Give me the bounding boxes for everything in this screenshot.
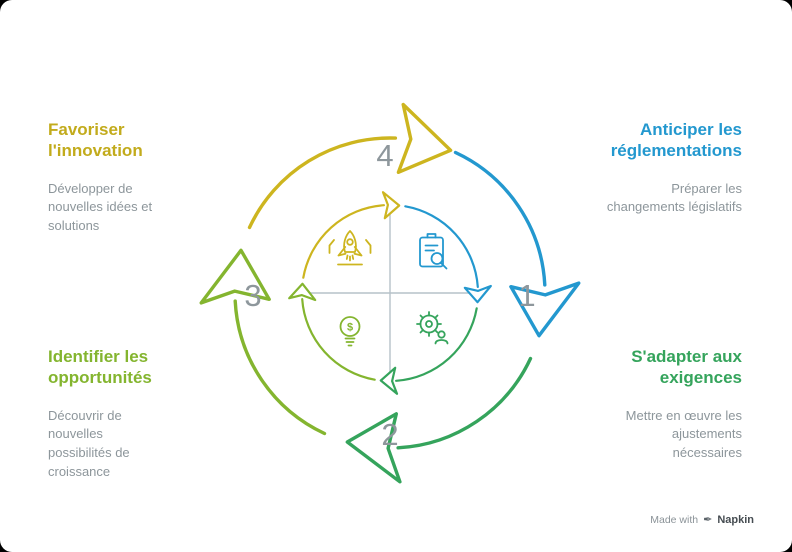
step-3-title: Identifier les opportunités	[48, 347, 152, 388]
outer-arc-step-2	[345, 356, 533, 484]
cycle-outer-ring	[199, 102, 581, 484]
inner-arc-step-4	[302, 191, 401, 279]
step-2-description: Mettre en œuvre les ajustements nécessai…	[625, 407, 742, 461]
step-3-description: Découvrir de nouvelles possibilités de c…	[48, 407, 130, 480]
made-with-napkin-link[interactable]: Made with ✒ Napkin	[650, 513, 754, 527]
step-1-label: Anticiper les réglementations Préparer l…	[597, 119, 742, 217]
step-number-3: 3	[244, 278, 261, 313]
step-2-title: S'adapter aux exigences	[631, 347, 742, 388]
step-1-title: Anticiper les réglementations	[610, 120, 742, 161]
step-number-1: 1	[518, 278, 535, 313]
step-2-label: S'adapter aux exigences Mettre en œuvre …	[592, 346, 742, 463]
inner-arc-step-1	[404, 205, 492, 304]
step-3-label: Identifier les opportunités Découvrir de…	[48, 346, 168, 482]
gear-user-icon	[416, 311, 449, 345]
inner-arc-step-2	[379, 307, 478, 395]
pen-nib-icon: ✒	[703, 514, 713, 526]
step-4-label: Favoriser l'innovation Développer de nou…	[48, 119, 176, 236]
rocket-icon	[328, 230, 372, 266]
inner-arc-step-3	[288, 282, 376, 381]
dollar-symbol: $	[347, 322, 353, 334]
cycle-inner-ring	[288, 191, 492, 395]
step-4-title: Favoriser l'innovation	[48, 120, 143, 161]
step-4-description: Développer de nouvelles idées et solutio…	[48, 180, 153, 234]
clipboard-search-icon	[419, 233, 448, 270]
outer-arc-step-3	[199, 248, 327, 436]
step-numbers: 4 1 2 3	[244, 138, 535, 452]
made-with-text: Made with	[650, 513, 699, 526]
quadrant-divider	[299, 203, 481, 383]
outer-arc-step-1	[453, 150, 581, 338]
step-number-4: 4	[376, 138, 393, 173]
step-number-2: 2	[381, 417, 398, 452]
lightbulb-dollar-icon: $	[339, 316, 361, 347]
step-1-description: Préparer les changements législatifs	[606, 180, 742, 215]
napkin-brand: Napkin	[717, 513, 754, 526]
outer-arc-step-4	[247, 102, 453, 230]
